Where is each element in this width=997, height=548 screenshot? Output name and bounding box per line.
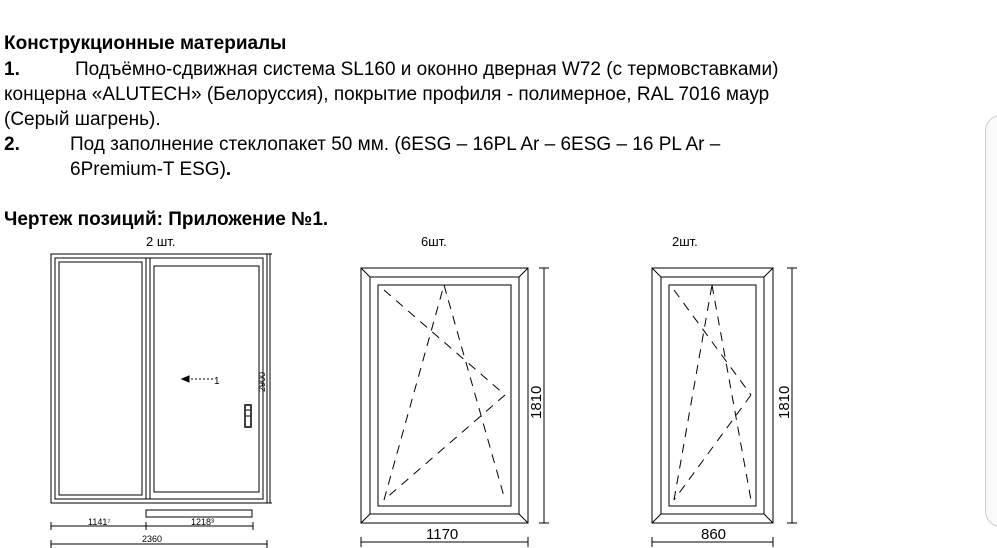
door-sliding-sash	[149, 257, 264, 500]
item-2-text-2-end: .	[225, 159, 232, 180]
window-1170-opening-lines	[383, 284, 506, 501]
item-1-line-1: 1. Подъёмно-сдвижная система SL160 и окон…	[4, 59, 778, 81]
window-1170-height-label: 1810	[528, 386, 545, 419]
window-860-inner-frame	[660, 276, 765, 515]
door-sash-profile-bar	[145, 509, 253, 518]
corner-line	[651, 267, 662, 278]
window-860-height-label: 1810	[776, 386, 793, 419]
door-outer-frame	[50, 253, 268, 504]
position-1-quantity: 2 шт.	[146, 234, 176, 249]
window-860-drawing	[651, 267, 797, 547]
item-1-number: 1.	[4, 59, 20, 80]
window-860-sash	[668, 284, 757, 507]
position-3-quantity: 2шт.	[672, 234, 698, 249]
item-2-text-2: 6Premium-T ESG)	[70, 159, 226, 180]
window-860-opening-lines	[673, 284, 752, 501]
item-1-text-1: Подъёмно-сдвижная система SL160 и оконно…	[75, 59, 779, 80]
position-2-quantity: 6шт.	[421, 234, 447, 249]
corner-line	[360, 267, 371, 278]
door-dim-left-label: 1141⁷	[88, 517, 111, 527]
window-1170-sash	[377, 284, 512, 507]
slide-arrow-label: 1	[214, 376, 220, 387]
section-title: Конструкционные материалы	[4, 33, 287, 54]
corner-line	[518, 513, 529, 524]
door-height-label: 2900	[257, 372, 267, 392]
window-1170-width-label: 1170	[426, 526, 458, 543]
item-1-line-2: концерна «ALUTECH» (Белоруссия), покрыти…	[4, 84, 770, 105]
window-860-outer-frame	[651, 267, 774, 524]
corner-line	[763, 513, 774, 524]
item-2-line-1: 2. Под заполнение стеклопакет 50 мм. (6ES…	[4, 134, 720, 156]
corner-line	[763, 267, 774, 278]
item-1-line-3: (Серый шагрень).	[4, 109, 161, 130]
sliding-door-drawing	[50, 253, 272, 548]
window-860-width-label: 860	[701, 526, 726, 543]
door-fixed-glass	[58, 261, 143, 496]
item-2-line-2: 6Premium-T ESG).	[70, 159, 231, 181]
item-2-text-1: Под заполнение стеклопакет 50 мм. (6ESG …	[70, 134, 721, 155]
drawings-title: Чертеж позиций: Приложение №1.	[4, 209, 329, 230]
door-total-width-label: 2360	[142, 534, 162, 544]
door-sliding-glass	[153, 265, 260, 493]
door-inner-frame	[54, 257, 264, 500]
door-dim-right-label: 1218³	[191, 517, 214, 527]
window-1170-drawing	[360, 267, 549, 547]
door-handle-icon	[244, 404, 252, 428]
corner-line	[360, 513, 371, 524]
window-1170-inner-frame	[369, 276, 520, 515]
window-1170-outer-frame	[360, 267, 529, 524]
scrollbar-edge[interactable]	[985, 115, 997, 527]
slide-arrow-head-icon	[180, 375, 190, 383]
corner-line	[651, 513, 662, 524]
item-2-number: 2.	[4, 134, 20, 155]
corner-line	[518, 267, 529, 278]
